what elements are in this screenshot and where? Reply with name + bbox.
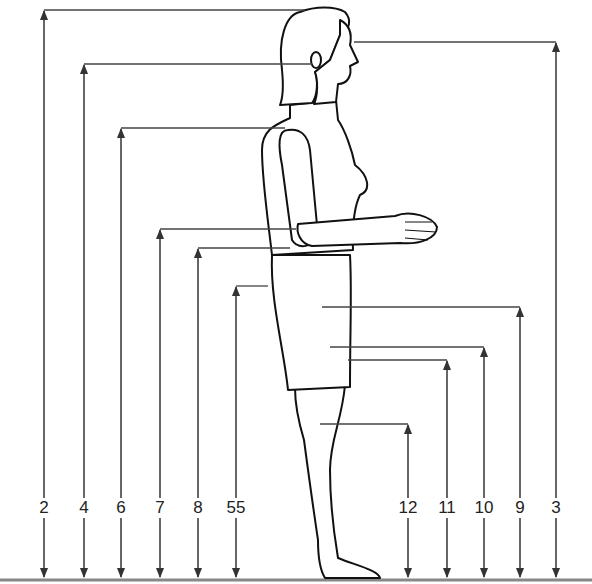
leader-line	[354, 41, 556, 42]
callout-number: 3	[550, 498, 561, 518]
dimension-arrow	[44, 10, 305, 577]
dimension-line	[159, 230, 161, 577]
dimension-arrow	[320, 424, 408, 577]
dimension-arrow	[348, 360, 447, 577]
callout-number: 10	[474, 498, 495, 518]
dimension-line	[555, 43, 557, 577]
dimension-line	[446, 361, 448, 577]
dimension-arrow	[330, 347, 484, 577]
dimension-arrow	[236, 286, 268, 577]
dimension-arrow	[121, 128, 285, 577]
callout-number: 11	[437, 498, 457, 518]
leader-line	[322, 306, 520, 307]
dimension-line	[235, 287, 237, 577]
dimension-arrow	[160, 229, 296, 577]
callout-number: 8	[192, 498, 203, 518]
dimension-arrow	[322, 307, 520, 577]
leader-line	[198, 247, 290, 248]
dimension-arrow	[84, 64, 312, 577]
leader-line	[348, 359, 447, 360]
dimension-line	[197, 249, 199, 577]
callout-number: 55	[226, 498, 247, 518]
callout-number: 7	[154, 498, 165, 518]
woman-figure	[262, 8, 437, 579]
leader-line	[44, 9, 305, 10]
leader-line	[84, 63, 312, 64]
dimension-arrow	[354, 42, 556, 577]
callout-number: 2	[38, 498, 49, 518]
callout-number: 4	[78, 498, 89, 518]
leader-line	[160, 228, 296, 229]
leader-line	[236, 285, 268, 286]
dimension-line	[43, 11, 45, 577]
leader-line	[121, 127, 285, 128]
callout-number: 6	[115, 498, 126, 518]
dimension-arrow	[198, 248, 290, 577]
callout-number: 9	[514, 498, 525, 518]
leader-line	[320, 423, 408, 424]
dimension-line	[519, 308, 521, 577]
leader-line	[330, 346, 484, 347]
ground-line	[0, 579, 592, 582]
dimension-line	[483, 348, 485, 577]
callout-number: 12	[398, 498, 419, 518]
